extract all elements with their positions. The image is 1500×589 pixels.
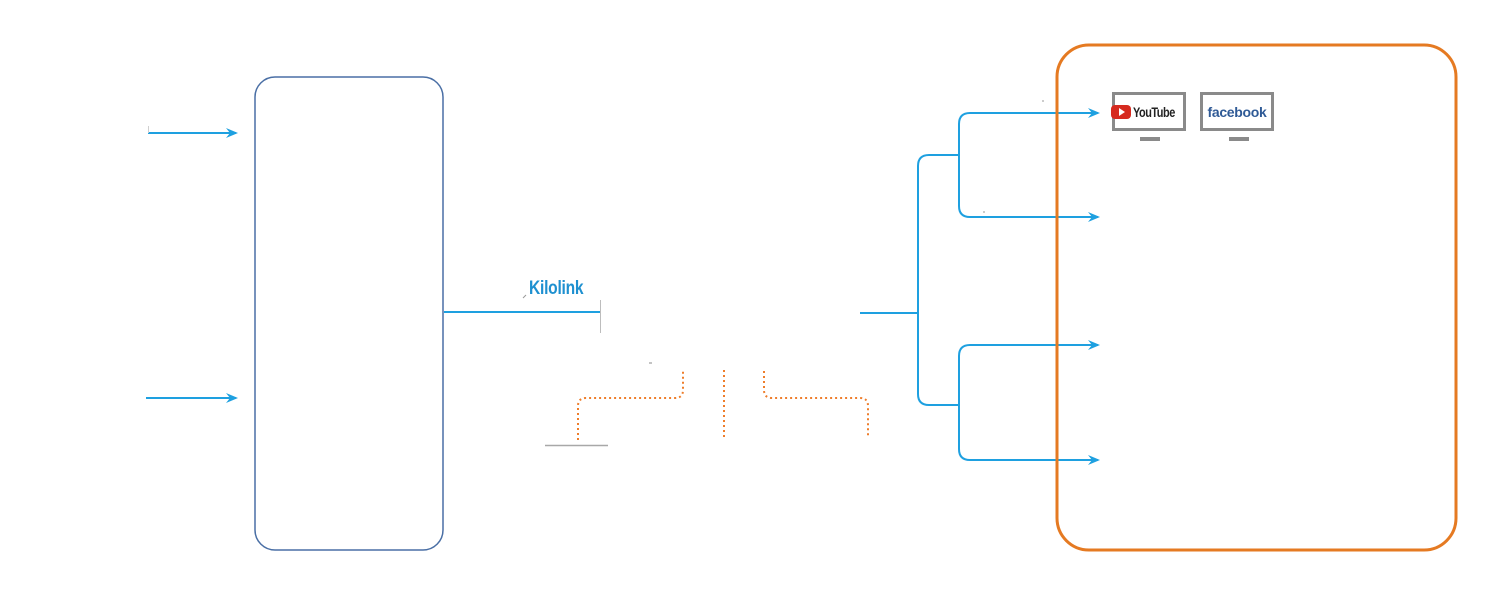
facebook-label: facebook xyxy=(1207,103,1267,120)
facebook-monitor: facebook xyxy=(1200,92,1274,131)
dotted-connector-left xyxy=(577,371,684,440)
branch-upper xyxy=(958,112,1096,218)
kilolink-label: Kilolink xyxy=(529,278,584,299)
youtube-play-icon xyxy=(1111,104,1132,119)
destination-box xyxy=(1055,43,1458,552)
youtube-monitor: YouTube xyxy=(1111,92,1187,131)
dotted-connector-right xyxy=(763,371,869,437)
youtube-logo: YouTube xyxy=(1111,104,1187,120)
youtube-label: YouTube xyxy=(1133,103,1176,120)
source-box xyxy=(254,76,444,551)
kilolink-tick xyxy=(522,294,527,299)
distribution-trunk xyxy=(917,154,958,406)
facebook-monitor-stand xyxy=(1229,137,1249,141)
youtube-monitor-stand xyxy=(1140,137,1160,141)
branch-lower xyxy=(958,344,1096,461)
